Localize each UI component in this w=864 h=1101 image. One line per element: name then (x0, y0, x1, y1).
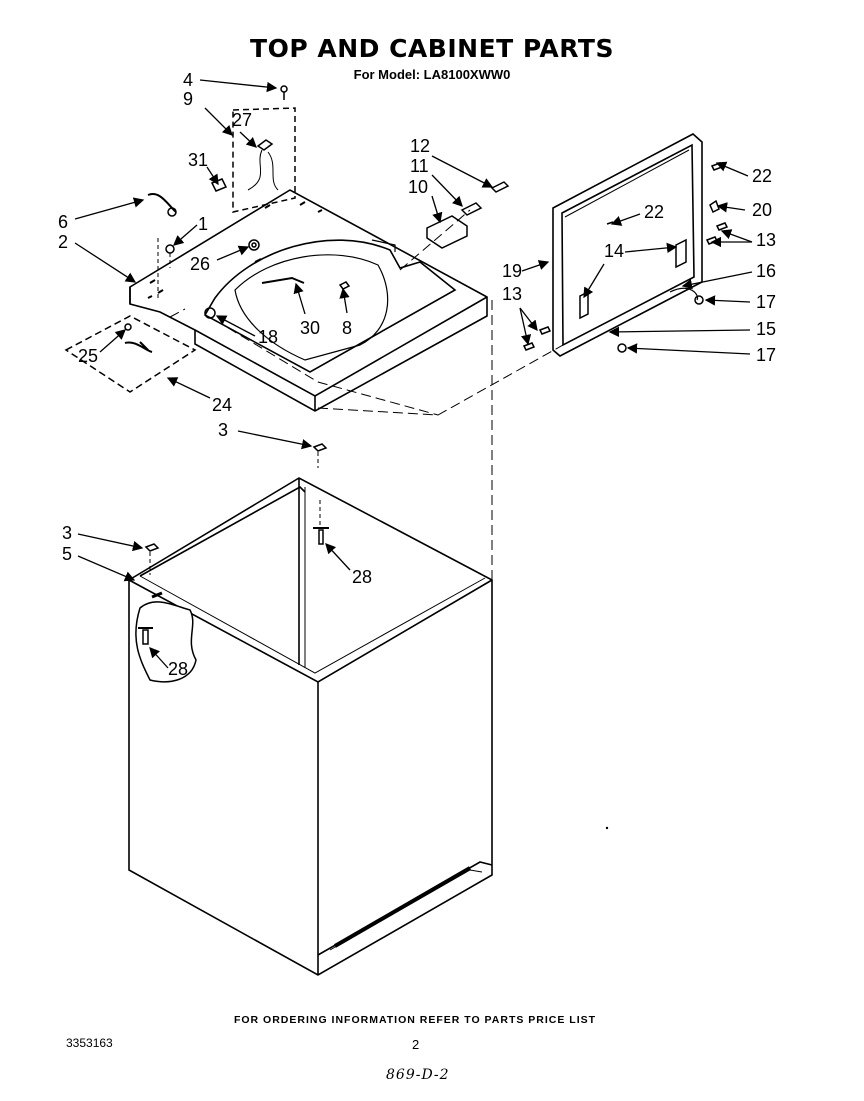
callout-30: 30 (300, 318, 320, 338)
callout-22-lid: 22 (644, 202, 664, 222)
alignment-lines (169, 209, 564, 580)
callout-22-right: 22 (752, 166, 772, 186)
callout-17-upper: 17 (756, 292, 776, 312)
callout-9: 9 (183, 89, 193, 109)
callout-13-left: 13 (502, 284, 522, 304)
speck (605, 826, 609, 830)
callout-28-lower: 28 (168, 659, 188, 679)
callout-8: 8 (342, 318, 352, 338)
callout-4: 4 (183, 70, 193, 90)
callout-3-upper: 3 (218, 420, 228, 440)
cabinet (128, 477, 493, 976)
callout-12: 12 (410, 136, 430, 156)
small-parts (64, 85, 729, 683)
callout-18: 18 (258, 327, 278, 347)
callout-17-lower: 17 (756, 345, 776, 365)
callout-25: 25 (78, 346, 98, 366)
page-number: 2 (412, 1037, 420, 1052)
callout-16: 16 (756, 261, 776, 281)
callout-15: 15 (756, 319, 776, 339)
callout-1: 1 (198, 214, 208, 234)
callout-5: 5 (62, 544, 72, 564)
callout-labels: 4 9 27 31 6 1 2 26 12 11 10 22 22 20 14 … (58, 70, 776, 679)
page-title: TOP AND CABINET PARTS (250, 34, 614, 63)
callout-24: 24 (212, 395, 232, 415)
callout-27: 27 (232, 110, 252, 130)
document-number: 3353163 (66, 1036, 113, 1050)
top-panel (129, 189, 488, 412)
callout-3-lower: 3 (62, 523, 72, 543)
handwritten-code: 869-D-2 (386, 1067, 450, 1083)
callout-19: 19 (502, 261, 522, 281)
callout-10: 10 (408, 177, 428, 197)
callout-11: 11 (410, 156, 429, 176)
callout-6: 6 (58, 212, 68, 232)
callout-20: 20 (752, 200, 772, 220)
callout-14: 14 (604, 241, 624, 261)
ordering-note: FOR ORDERING INFORMATION REFER TO PARTS … (233, 1014, 597, 1026)
callout-28-upper: 28 (352, 567, 372, 587)
callout-31: 31 (188, 150, 208, 170)
model-subtitle: For Model: LA8100XWW0 (353, 67, 511, 82)
callout-13-right: 13 (756, 230, 776, 250)
callout-26: 26 (190, 254, 210, 274)
callout-2: 2 (58, 232, 68, 252)
lid (552, 133, 703, 357)
leader-lines (74, 79, 753, 669)
